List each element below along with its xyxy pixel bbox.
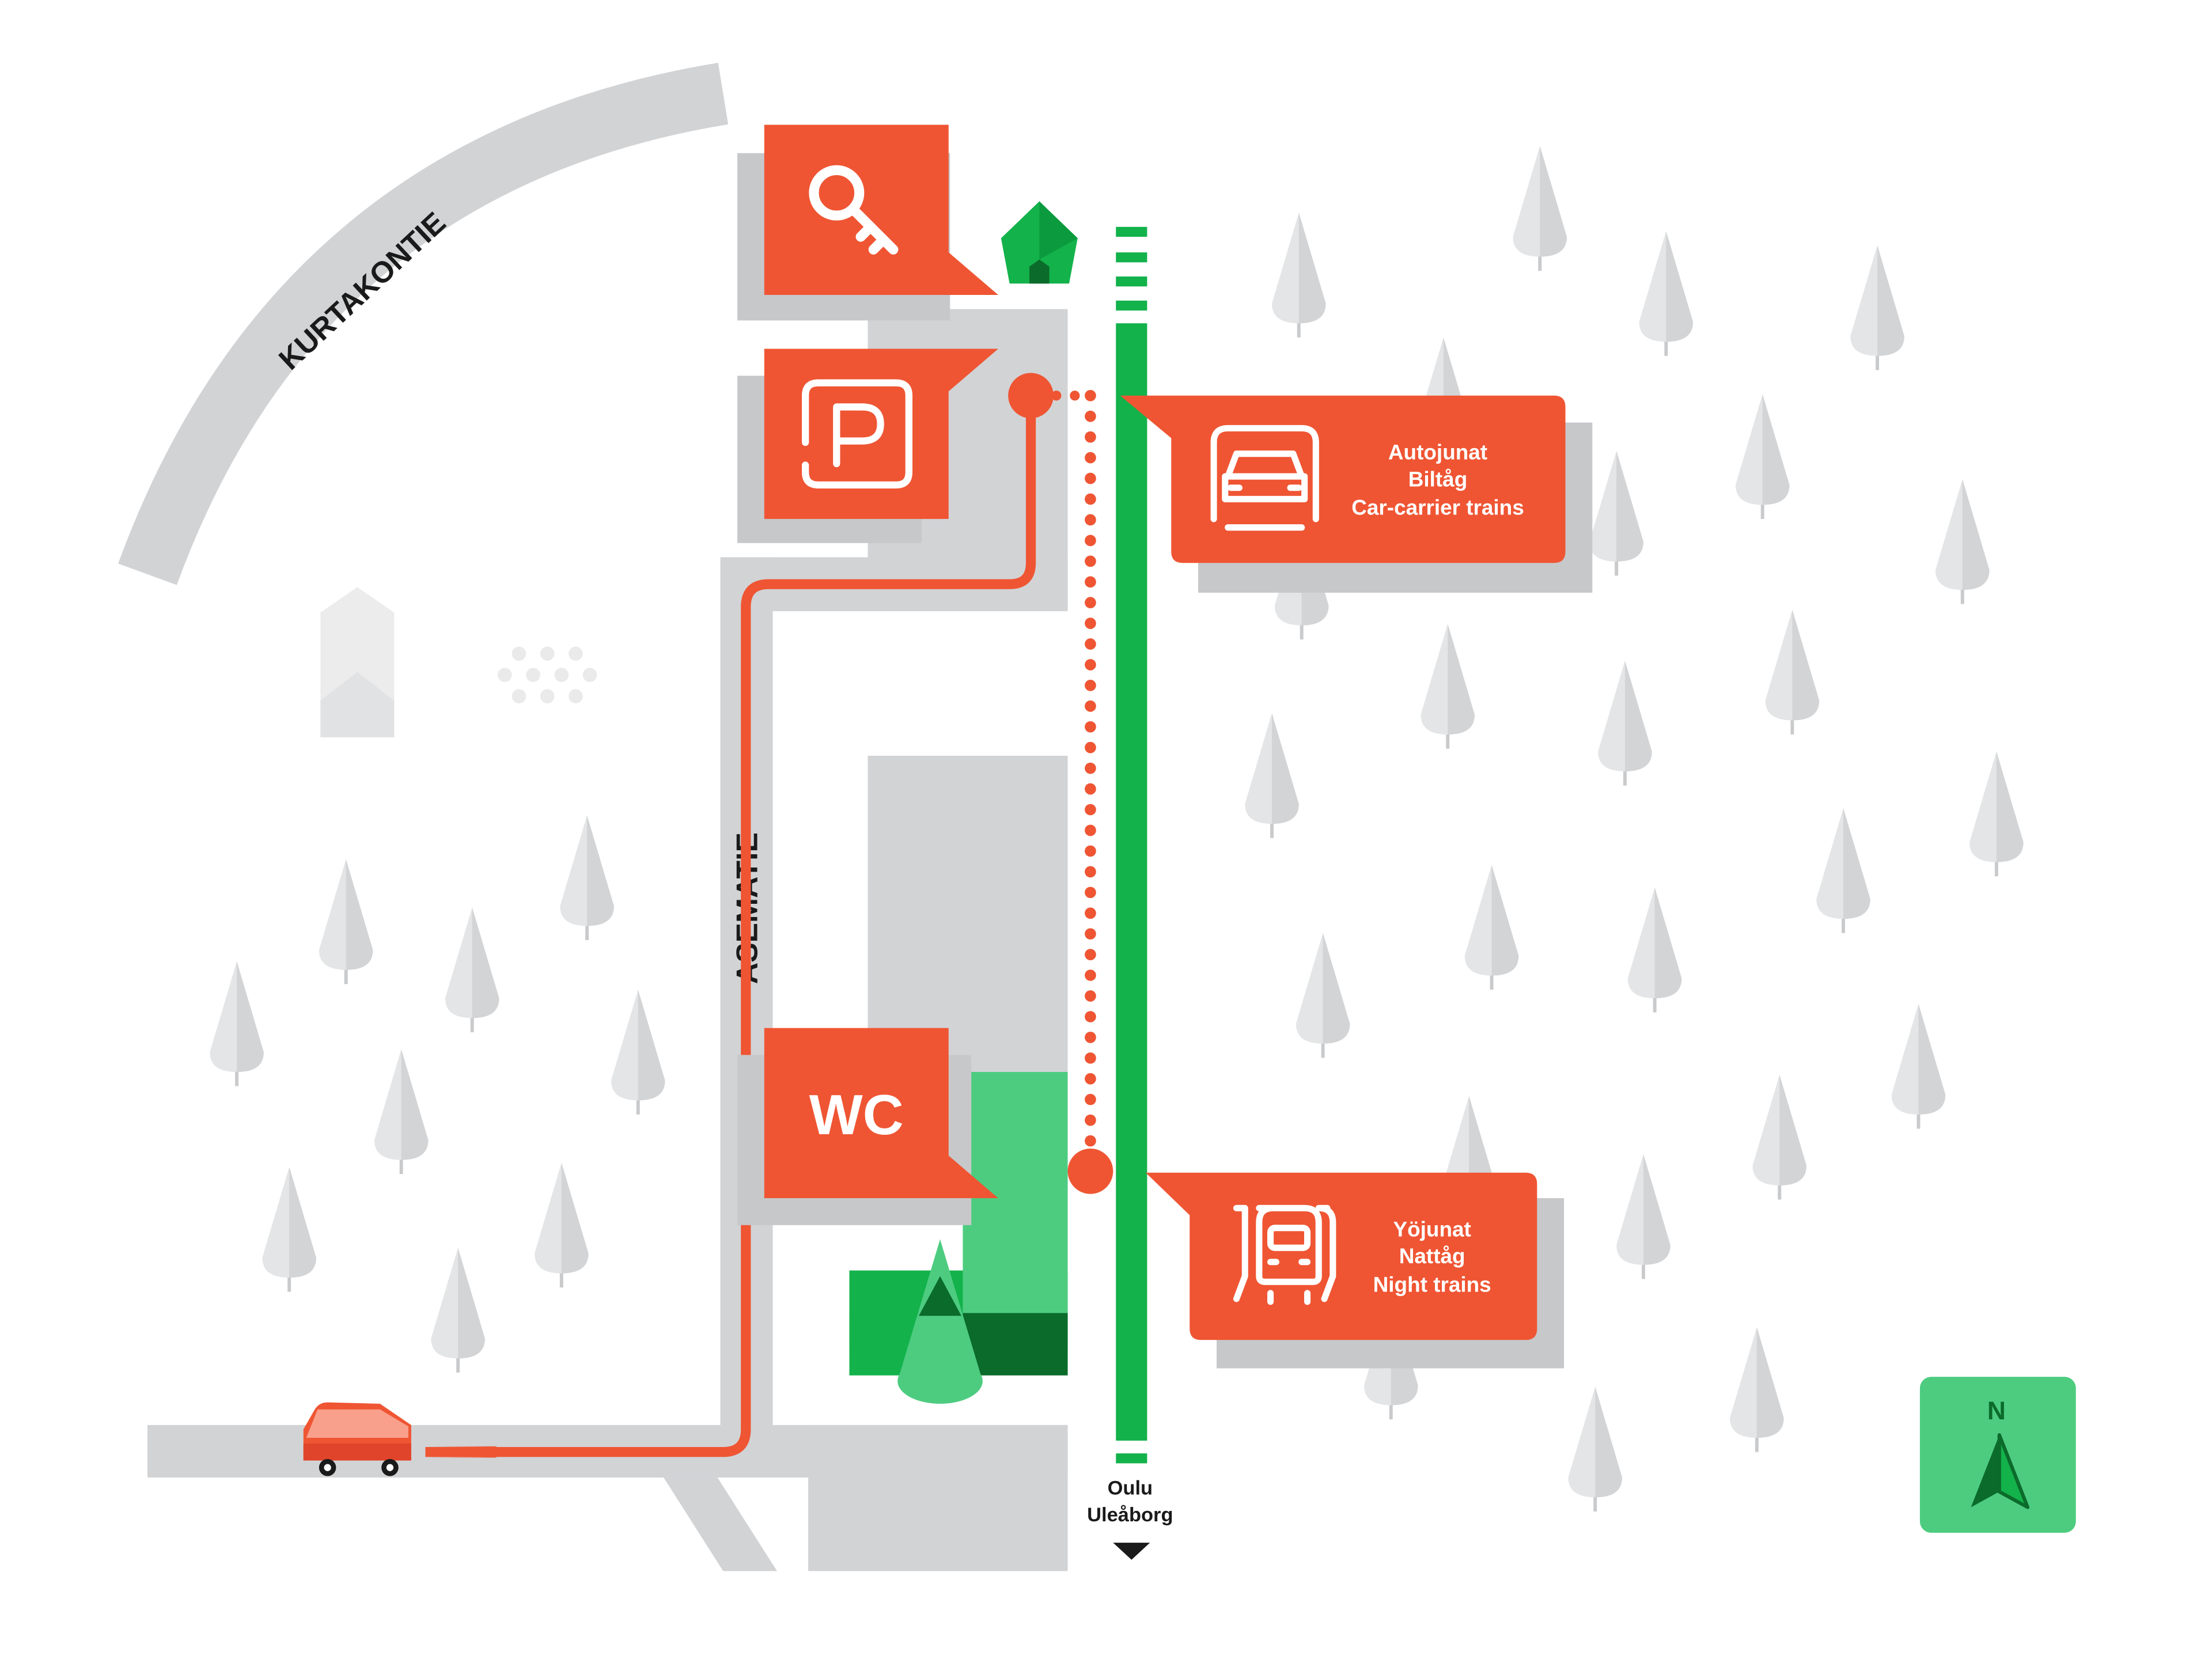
tree (1628, 888, 1682, 1013)
car-carrier-train-icon (1210, 425, 1319, 531)
tree (1736, 394, 1790, 519)
tree (1936, 479, 1990, 604)
tree (1245, 713, 1299, 838)
night-trains-callout[interactable]: Yöjunat Nattåg Night trains (1145, 1172, 1565, 1369)
tree (1513, 146, 1567, 271)
railway-track (1116, 226, 1147, 1464)
tree (1892, 1004, 1946, 1129)
tree (431, 1248, 485, 1373)
north-arrow-icon (1971, 1433, 2030, 1509)
night-trains-line2: Nattåg (1399, 1244, 1465, 1268)
tree (1850, 245, 1904, 370)
wc-label: WC (809, 1083, 904, 1146)
kurtakontie-road (118, 63, 729, 585)
night-trains-line3: Night trains (1373, 1272, 1491, 1296)
tree (611, 990, 665, 1115)
tree (1598, 661, 1652, 786)
station-house-icon (1001, 201, 1078, 284)
parking-callout[interactable] (737, 349, 998, 543)
house-shape (320, 587, 395, 737)
car-icon (303, 1402, 411, 1476)
tree (445, 907, 499, 1032)
walking-route (425, 373, 1113, 1458)
tree (1616, 1154, 1671, 1279)
night-trains-line1: Yöjunat (1393, 1217, 1471, 1241)
car-trains-callout[interactable]: Autojunat Biltåg Car-carrier trains (1120, 395, 1593, 593)
tree (560, 815, 614, 940)
car-trains-line2: Biltåg (1408, 467, 1468, 491)
parking-icon (802, 379, 913, 489)
dot-pattern (498, 646, 597, 703)
night-train-icon (1233, 1205, 1336, 1305)
wc-callout[interactable]: WC (737, 1028, 998, 1225)
north-label: N (1987, 1397, 2006, 1425)
destination-line1: Oulu (1108, 1477, 1153, 1499)
tree (1568, 1387, 1622, 1512)
direction-arrow-icon (1113, 1543, 1150, 1560)
car-trains-line3: Car-carrier trains (1351, 496, 1524, 520)
key-callout[interactable] (737, 124, 998, 321)
tree (1465, 865, 1519, 990)
tree (1639, 231, 1694, 356)
tree (262, 1167, 316, 1292)
destination-line2: Uleåborg (1087, 1504, 1173, 1526)
compass: N (1919, 1377, 2076, 1533)
main-building (868, 756, 1068, 1077)
tree (374, 1050, 429, 1175)
tree (210, 961, 264, 1086)
tree (1969, 752, 2024, 877)
tree (1766, 609, 1820, 734)
tree (1296, 933, 1350, 1058)
tree (1816, 808, 1870, 933)
key-icon (809, 165, 899, 255)
tree (1752, 1075, 1806, 1200)
tree (535, 1162, 589, 1287)
tree (1272, 213, 1326, 338)
car-trains-line1: Autojunat (1388, 441, 1487, 464)
tree (1589, 451, 1643, 576)
tree (1730, 1327, 1784, 1452)
tree (1421, 624, 1475, 749)
tree (319, 859, 373, 984)
